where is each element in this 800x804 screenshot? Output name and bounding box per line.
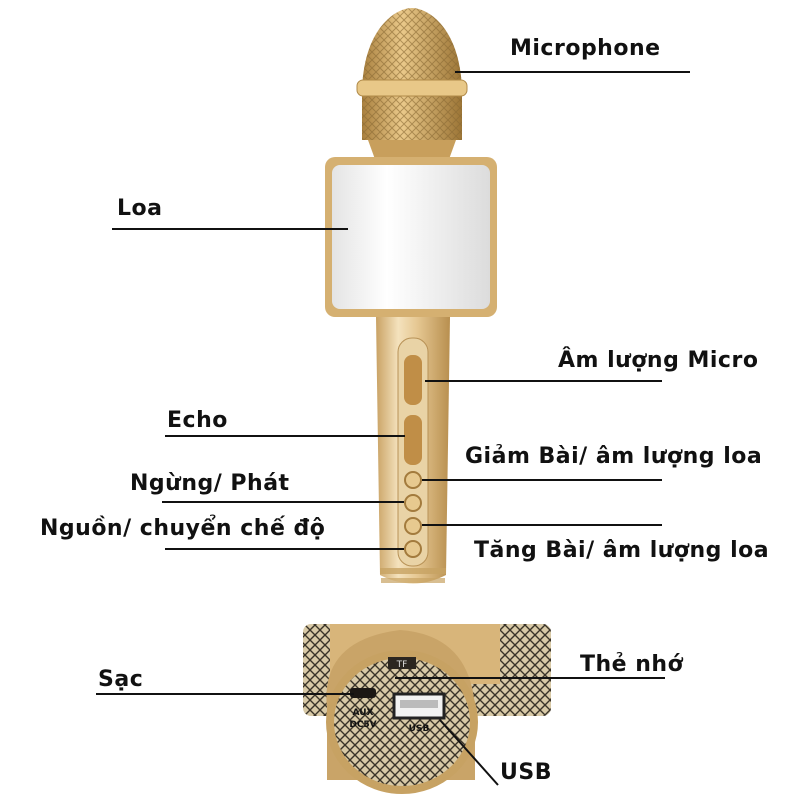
speaker-section <box>325 157 497 317</box>
label-nguon: Nguồn/ chuyển chế độ <box>40 516 326 541</box>
label-giam-bai: Giảm Bài/ âm lượng loa <box>465 444 763 469</box>
label-loa: Loa <box>117 196 163 221</box>
label-the-nho: Thẻ nhớ <box>580 652 684 677</box>
microphone-head <box>356 8 468 162</box>
usb-port-label: USB <box>409 724 430 734</box>
label-ngung-phat: Ngừng/ Phát <box>130 471 290 496</box>
label-tang-bai: Tăng Bài/ âm lượng loa <box>474 538 770 563</box>
label-microphone: Microphone <box>510 36 661 61</box>
bottom-port-view: TF AUX DC5V USB <box>303 624 551 794</box>
label-am-luong-micro: Âm lượng Micro <box>558 348 759 373</box>
label-echo: Echo <box>167 408 228 433</box>
label-sac: Sạc <box>98 667 144 692</box>
dc5v-port-label: DC5V <box>349 720 376 730</box>
aux-port-label: AUX <box>353 708 374 718</box>
leader-lines <box>96 71 690 786</box>
line-usb <box>439 719 499 786</box>
handle <box>376 317 450 584</box>
label-usb: USB <box>500 760 552 785</box>
tf-port-label: TF <box>396 660 408 670</box>
